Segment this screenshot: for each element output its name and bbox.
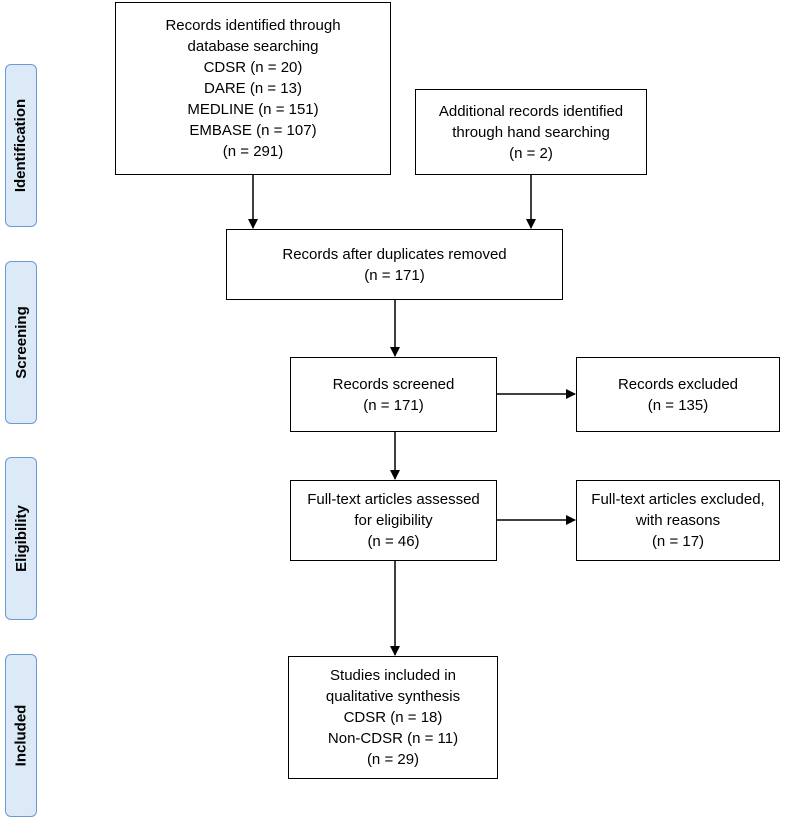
hand-search-line-2: through hand searching bbox=[452, 123, 610, 141]
hand-search-line-1: Additional records identified bbox=[438, 102, 624, 120]
database-search-line-1: Records identified through bbox=[165, 17, 341, 34]
fulltext-excluded-line-3: (n = 17) bbox=[651, 533, 705, 550]
database-search-line-3: CDSR (n = 20) bbox=[203, 59, 303, 76]
box-duplicates-removed: Records after duplicates removed (n = 17… bbox=[226, 229, 563, 300]
box-records-screened: Records screened (n = 171) bbox=[290, 357, 497, 432]
box-database-search: Records identified through database sear… bbox=[115, 2, 391, 175]
database-search-line-2: database searching bbox=[187, 38, 319, 55]
included-studies-line-2: qualitative synthesis bbox=[325, 688, 461, 705]
fulltext-assessed-line-1: Full-text articles assessed bbox=[307, 491, 480, 508]
included-studies-line-3: CDSR (n = 18) bbox=[343, 709, 443, 726]
included-studies-line-4: Non-CDSR (n = 11) bbox=[327, 730, 459, 747]
records-excluded-line-1: Records excluded bbox=[617, 375, 739, 393]
box-included-studies: Studies included in qualitative synthesi… bbox=[288, 656, 498, 779]
box-fulltext-assessed: Full-text articles assessed for eligibil… bbox=[290, 480, 497, 561]
box-hand-search: Additional records identified through ha… bbox=[415, 89, 647, 175]
fulltext-excluded-line-1: Full-text articles excluded, bbox=[591, 491, 765, 508]
database-search-line-7: (n = 291) bbox=[222, 143, 284, 160]
duplicates-removed-line-2: (n = 171) bbox=[364, 266, 425, 284]
records-screened-line-1: Records screened bbox=[332, 375, 455, 393]
phase-identification: Identification bbox=[5, 64, 37, 227]
database-search-line-6: EMBASE (n = 107) bbox=[189, 122, 317, 139]
database-search-line-5: MEDLINE (n = 151) bbox=[187, 101, 319, 118]
database-search-line-4: DARE (n = 13) bbox=[204, 80, 302, 97]
phase-screening: Screening bbox=[5, 261, 37, 424]
duplicates-removed-line-1: Records after duplicates removed bbox=[282, 245, 507, 263]
fulltext-excluded-line-2: with reasons bbox=[635, 512, 721, 529]
phase-included: Included bbox=[5, 654, 37, 817]
records-excluded-line-2: (n = 135) bbox=[647, 396, 709, 414]
fulltext-assessed-line-2: for eligibility bbox=[354, 512, 433, 529]
included-studies-line-1: Studies included in bbox=[330, 667, 456, 684]
phase-eligibility: Eligibility bbox=[5, 457, 37, 620]
hand-search-line-3: (n = 2) bbox=[509, 144, 553, 162]
box-fulltext-excluded: Full-text articles excluded, with reason… bbox=[576, 480, 780, 561]
box-records-excluded: Records excluded (n = 135) bbox=[576, 357, 780, 432]
included-studies-line-5: (n = 29) bbox=[366, 751, 420, 768]
fulltext-assessed-line-3: (n = 46) bbox=[367, 533, 420, 550]
records-screened-line-2: (n = 171) bbox=[363, 396, 424, 414]
